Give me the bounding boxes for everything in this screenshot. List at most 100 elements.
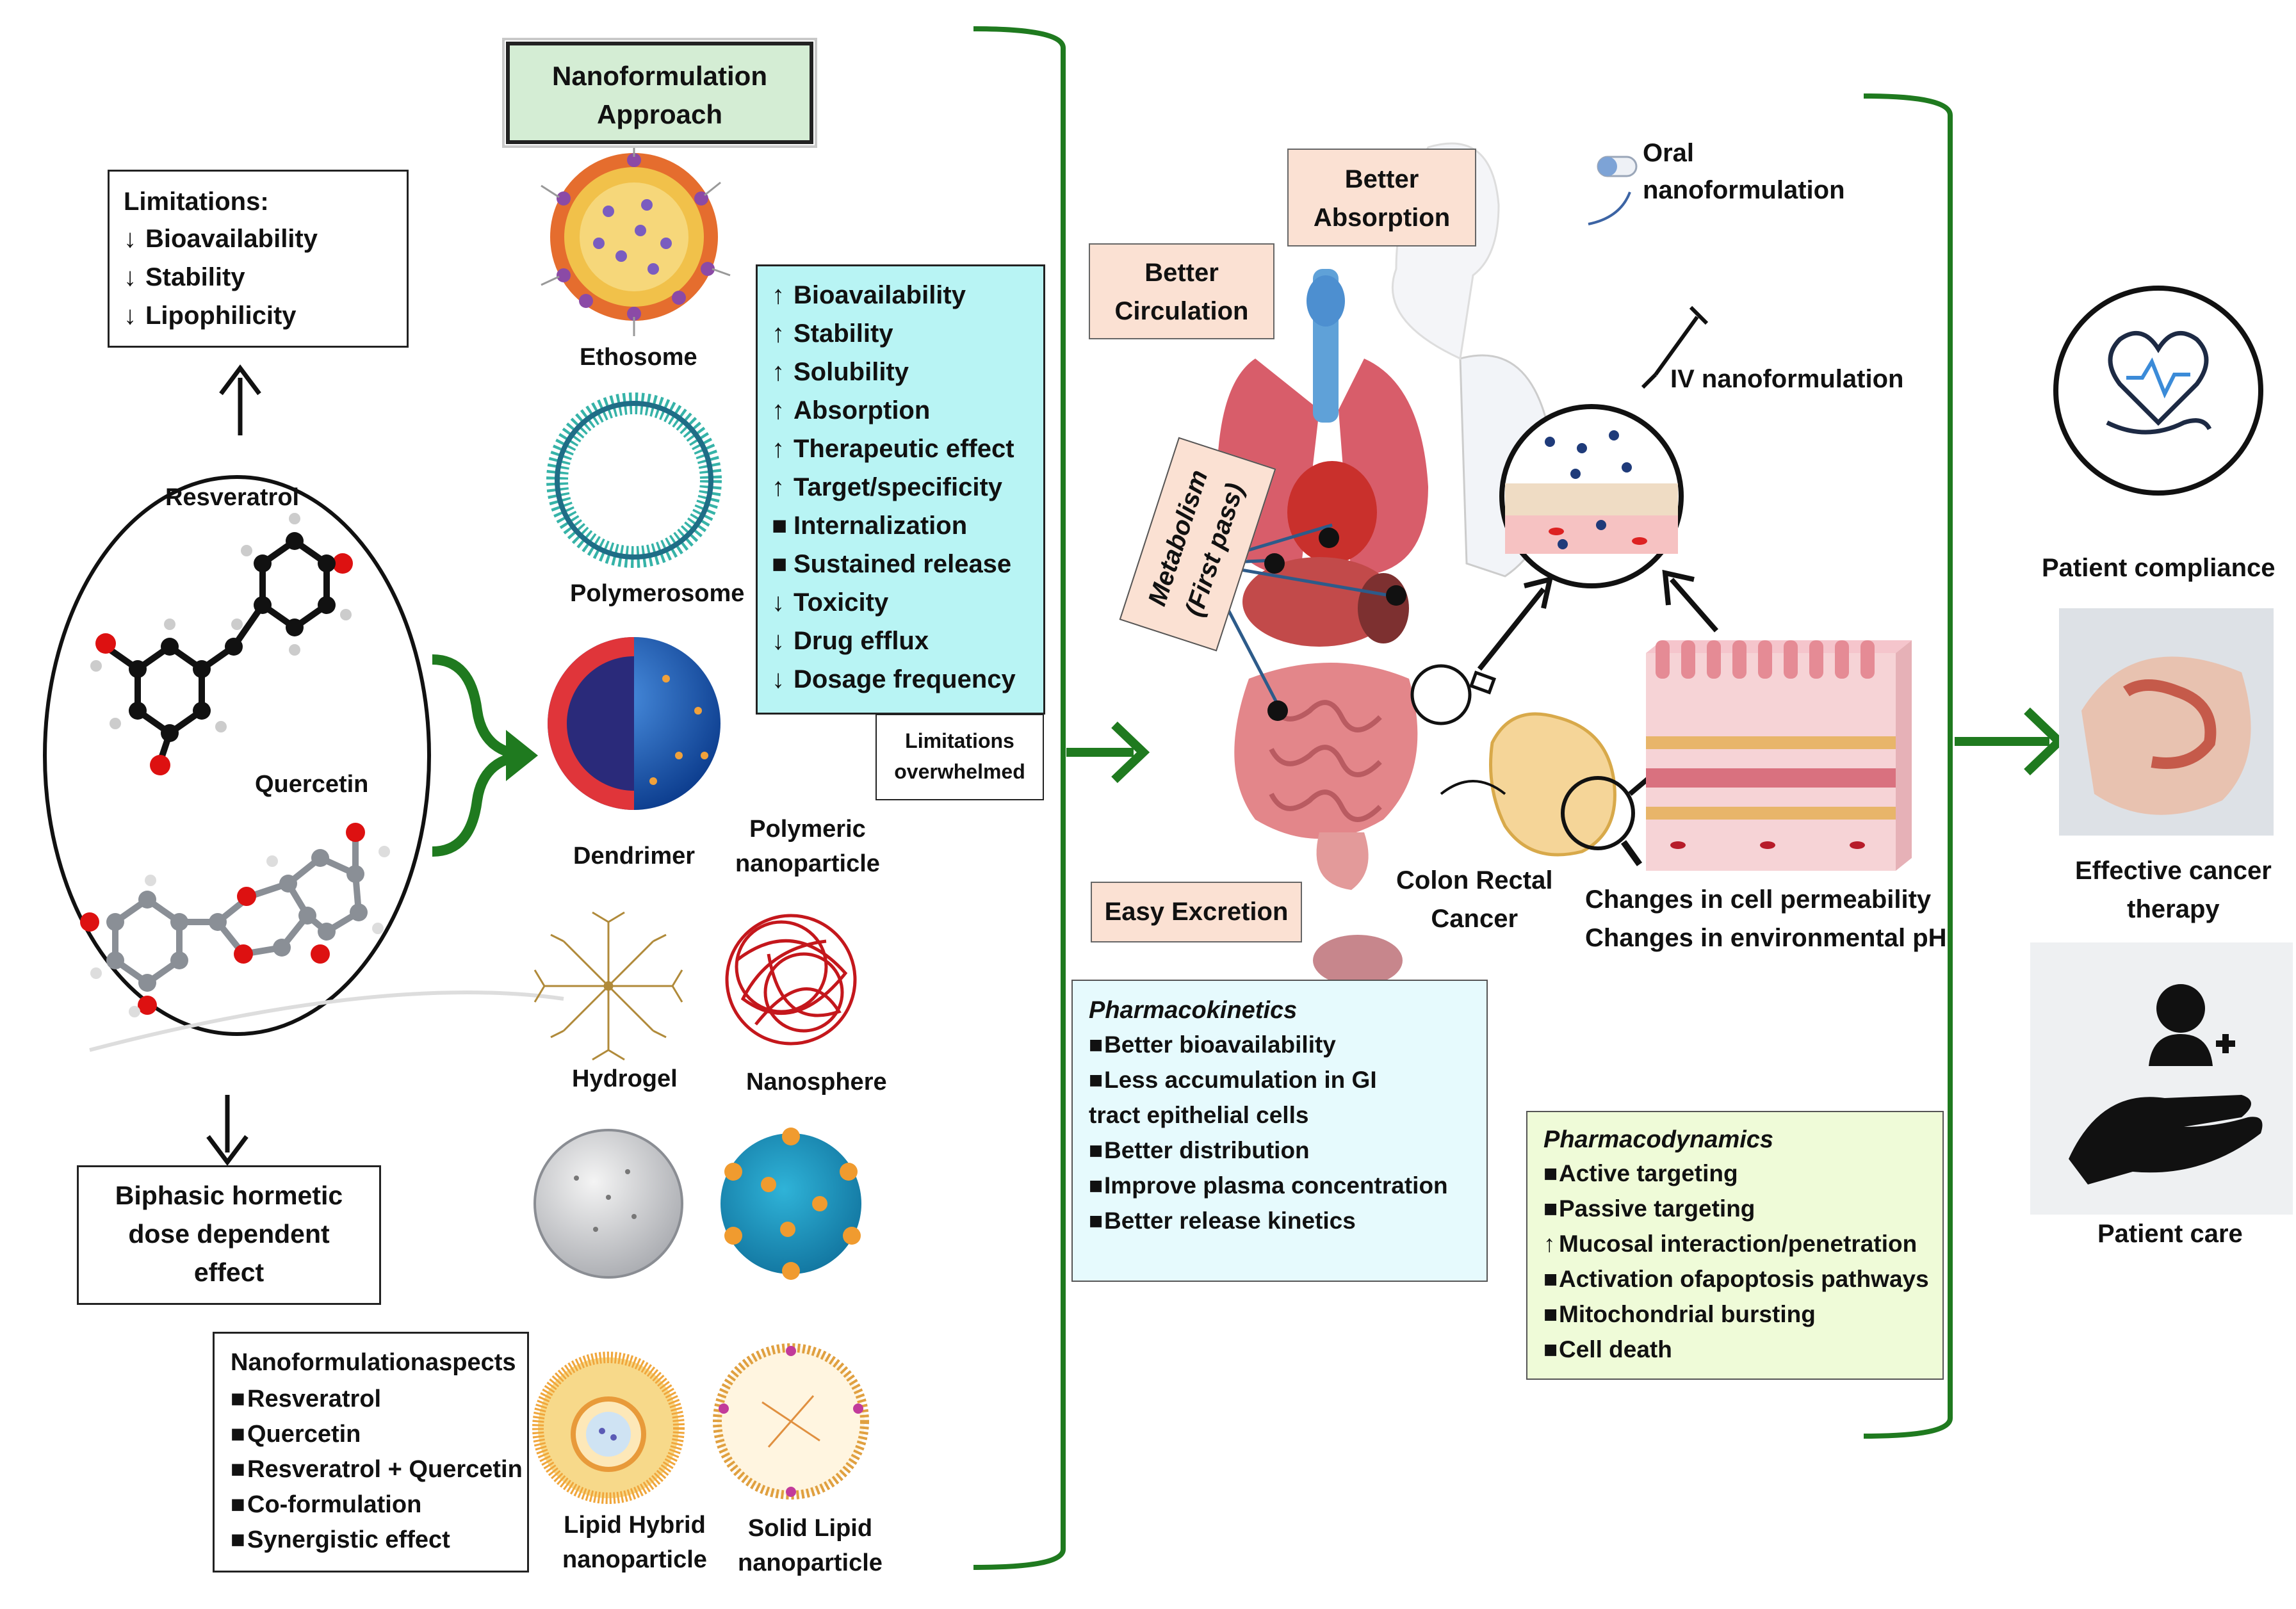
benefit-item: ↑Target/specificity: [772, 473, 1003, 501]
nanosphere-grey-graphic: [533, 1129, 683, 1279]
dendrimer-graphic: [548, 637, 721, 810]
polymeric-np-label: Polymeric nanoparticle: [735, 816, 880, 877]
benefit-item: ↓Toxicity: [772, 588, 889, 617]
easy-excretion-box: Easy Excretion: [1091, 882, 1302, 942]
pk-item: ■Better bioavailability: [1089, 1031, 1336, 1058]
iv-nanoformulation-label: IV nanoformulation: [1670, 365, 1904, 393]
hydrogel-label: Hydrogel: [572, 1065, 678, 1092]
pharmacodynamics-list: ■Active targeting ■Passive targeting ↑Mu…: [1543, 1156, 1929, 1367]
patient-care-icon: [2030, 942, 2293, 1215]
better-absorption-label: Better Absorption: [1313, 165, 1451, 232]
quercetin-label: Quercetin: [255, 771, 369, 798]
aspect-item: ■Resveratrol: [231, 1386, 382, 1412]
blocked-icons: [1264, 528, 1406, 721]
biphasic-label: Biphasic hormetic dose dependent effect: [115, 1181, 343, 1287]
oral-nanoformulation-label: Oral nanoformulation: [1643, 139, 1845, 204]
benefit-item: ↓Drug efflux: [772, 627, 929, 655]
nano-aspects-box: Nanoformulationaspects ■Resveratrol ■Que…: [213, 1332, 529, 1573]
nanosphere-label: Nanosphere: [746, 1069, 887, 1096]
resveratrol-label: Resveratrol: [165, 484, 300, 511]
better-circulation-label: Better Circulation: [1114, 259, 1249, 325]
limitations-list: ↓Bioavailability ↓Stability ↓Lipophilici…: [124, 220, 318, 335]
capsule-icon: [1588, 156, 1638, 225]
pd-item: ■Cell death: [1543, 1336, 1672, 1362]
pharmacokinetics-title: Pharmacokinetics: [1089, 997, 1298, 1024]
limitation-item: ↓Bioavailability: [124, 225, 318, 253]
better-absorption-box: Better Absorption: [1287, 149, 1476, 247]
lipid-hybrid-graphic: [532, 1352, 685, 1504]
aspect-item: ■Resveratrol + Quercetin: [231, 1456, 523, 1483]
polymeric-np-graphic: [725, 914, 857, 1046]
solid-lipid-graphic: [713, 1343, 869, 1500]
quercetin-atoms: [80, 823, 390, 1017]
pharmacodynamics-box: Pharmacodynamics ■Active targeting ■Pass…: [1526, 1111, 1944, 1380]
benefits-list: ↑Bioavailability ↑Stability ↑Solubility …: [772, 276, 1016, 699]
lipid-hybrid-label: Lipid Hybrid nanoparticle: [562, 1512, 707, 1573]
dendrimer-label: Dendrimer: [573, 843, 696, 869]
changes-label: Changes in cell permeability Changes in …: [1585, 885, 1947, 952]
benefit-item: ↑Solubility: [772, 358, 909, 386]
heart-hand-icon: [2053, 286, 2263, 496]
nanoformulation-approach-label: Nanoformulation Approach: [552, 61, 767, 129]
pd-item: ■Active targeting: [1543, 1160, 1738, 1186]
benefit-item: ↑Bioavailability: [772, 281, 966, 309]
nanosphere-teal-graphic: [721, 1128, 861, 1280]
resveratrol-atoms: [90, 513, 353, 775]
molecule-ellipse: [43, 475, 431, 1036]
pk-item: ■Better distribution: [1089, 1137, 1310, 1163]
pk-item: ■Less accumulation in GI tract epithelia…: [1089, 1067, 1377, 1128]
limitations-title: Limitations:: [124, 188, 269, 216]
ethosome-label: Ethosome: [580, 344, 697, 371]
aspect-item: ■Synergistic effect: [231, 1526, 450, 1553]
biphasic-box: Biphasic hormetic dose dependent effect: [77, 1165, 381, 1305]
benefits-box: ↑Bioavailability ↑Stability ↑Solubility …: [756, 264, 1045, 715]
pd-item: ■Passive targeting: [1543, 1195, 1755, 1222]
brace-arrow-head: [506, 730, 538, 781]
colon-cancer-label: Colon Rectal Cancer: [1396, 866, 1553, 933]
limitations-box: Limitations: ↓Bioavailability ↓Stability…: [108, 170, 409, 348]
nanoformulation-approach-header: Nanoformulation Approach: [506, 42, 813, 144]
benefit-item: ■Internalization: [772, 512, 968, 540]
middle-arrow-head: [1111, 721, 1150, 784]
limitation-item: ↓Stability: [124, 263, 245, 291]
patient-compliance-label: Patient compliance: [2042, 554, 2276, 582]
tissue-block-graphic: [1646, 640, 1912, 871]
benefit-item: ■Sustained release: [772, 550, 1012, 578]
pd-item: ■Activation ofapoptosis pathways: [1543, 1266, 1929, 1292]
polymerosome-graphic: [546, 392, 722, 568]
cancer-therapy-photo: [2059, 608, 2274, 836]
pk-item: ■Improve plasma concentration: [1089, 1172, 1448, 1199]
pharmacokinetics-box: Pharmacokinetics ■Better bioavailability…: [1071, 980, 1488, 1282]
limitations-overwhelmed-label: Limitations overwhelmed: [894, 729, 1025, 783]
pk-item: ■Better release kinetics: [1089, 1208, 1356, 1234]
aspect-item: ■Co-formulation: [231, 1491, 422, 1518]
limitations-overwhelmed-box: Limitations overwhelmed: [875, 714, 1044, 800]
pharmacokinetics-list: ■Better bioavailability ■Less accumulati…: [1089, 1027, 1448, 1238]
aspect-item: ■Quercetin: [231, 1421, 361, 1448]
cancer-therapy-label: Effective cancer therapy: [2075, 857, 2272, 923]
syringe-icon: [1641, 305, 1709, 389]
hydrogel-graphic: [533, 911, 683, 1061]
limitation-item: ↓Lipophilicity: [124, 302, 297, 330]
magnifier-lens-small: [1410, 664, 1497, 725]
patient-care-label: Patient care: [2097, 1220, 2243, 1248]
benefit-item: ↓Dosage frequency: [772, 665, 1016, 693]
ethosome-graphic: [541, 138, 731, 336]
pd-item: ↑Mucosal interaction/penetration: [1543, 1231, 1917, 1257]
right-bracket: [1863, 93, 1953, 1439]
polymerosome-label: Polymerosome: [570, 580, 745, 607]
nano-aspects-title: Nanoformulationaspects: [231, 1349, 516, 1376]
benefit-item: ↑Stability: [772, 319, 893, 348]
better-circulation-box: Better Circulation: [1089, 243, 1274, 339]
iv-magnified-view: [1499, 404, 1684, 588]
benefit-item: ↑Absorption: [772, 396, 931, 424]
benefit-item: ↑Therapeutic effect: [772, 435, 1014, 463]
pd-item: ■Mitochondrial bursting: [1543, 1301, 1816, 1327]
easy-excretion-label: Easy Excretion: [1104, 898, 1289, 926]
nano-aspects-list: ■Resveratrol ■Quercetin ■Resveratrol + Q…: [231, 1382, 523, 1558]
left-bracket: [973, 26, 1066, 1570]
colon-tumour-graphic: [1489, 712, 1643, 866]
solid-lipid-label: Solid Lipid nanoparticle: [738, 1515, 883, 1576]
